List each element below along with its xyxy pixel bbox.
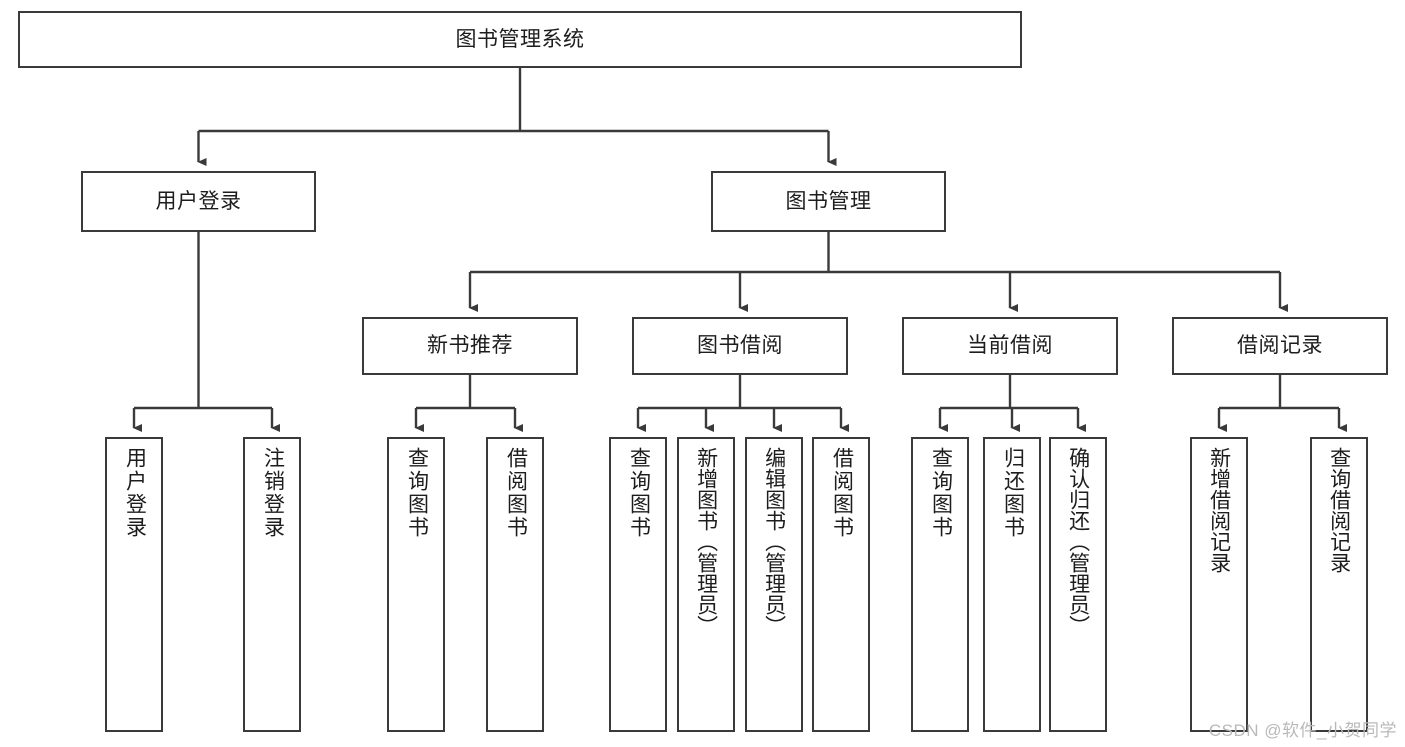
node-label: 注销登录 [261, 447, 285, 539]
node-label: 新书推荐 [427, 334, 513, 358]
node-leaf-query3: 查询图书 [911, 437, 969, 732]
node-label: 借阅图书 [830, 447, 854, 539]
node-leaf-query2: 查询图书 [609, 437, 667, 732]
node-label: 图书借阅 [697, 334, 783, 358]
connector-lines [132, 68, 1347, 432]
node-label: 借阅记录 [1237, 334, 1323, 358]
node-leaf-logout: 注销登录 [243, 437, 301, 732]
node-leaf-add: 新增图书（管理员） [677, 437, 735, 732]
node-label: 编辑图书（管理员） [762, 447, 786, 636]
node-leaf-login: 用户登录 [105, 437, 163, 732]
node-newbook: 新书推荐 [362, 317, 578, 375]
node-leaf-borrow1: 借阅图书 [486, 437, 544, 732]
node-label: 图书管理 [785, 189, 872, 213]
node-leaf-query1: 查询图书 [387, 437, 445, 732]
node-leaf-addrec: 新增借阅记录 [1190, 437, 1248, 732]
node-leaf-confirm: 确认归还（管理员） [1049, 437, 1107, 732]
node-label: 新增借阅记录 [1207, 447, 1231, 573]
node-root: 图书管理系统 [18, 11, 1022, 68]
node-label: 查询图书 [929, 447, 953, 539]
node-records: 借阅记录 [1172, 317, 1388, 375]
node-label: 当前借阅 [967, 334, 1053, 358]
node-label: 图书管理系统 [455, 27, 585, 51]
node-label: 查询借阅记录 [1327, 447, 1351, 573]
node-borrow: 图书借阅 [632, 317, 848, 375]
node-label: 用户登录 [155, 189, 242, 213]
node-bookmgmt: 图书管理 [711, 171, 946, 232]
node-leaf-return: 归还图书 [983, 437, 1041, 732]
node-label: 查询图书 [627, 447, 651, 539]
node-login: 用户登录 [81, 171, 316, 232]
node-label: 归还图书 [1001, 447, 1025, 539]
node-label: 新增图书（管理员） [694, 447, 718, 636]
node-current: 当前借阅 [902, 317, 1118, 375]
node-leaf-borrow2: 借阅图书 [812, 437, 870, 732]
node-leaf-edit: 编辑图书（管理员） [745, 437, 803, 732]
node-label: 用户登录 [123, 447, 147, 539]
node-leaf-queryrec: 查询借阅记录 [1310, 437, 1368, 732]
node-label: 借阅图书 [504, 447, 528, 539]
node-label: 查询图书 [405, 447, 429, 539]
node-label: 确认归还（管理员） [1066, 447, 1090, 636]
